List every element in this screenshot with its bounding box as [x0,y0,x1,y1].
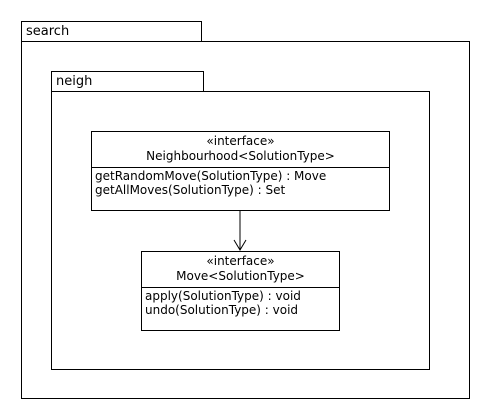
interface-neighbourhood-name: Neighbourhood<SolutionType> [146,149,335,163]
interface-move: «interface» Move<SolutionType> apply(Sol… [141,251,340,331]
package-neigh-tab: neigh [51,71,204,92]
operation-apply: apply(SolutionType) : void [145,289,301,303]
interface-neighbourhood: «interface» Neighbourhood<SolutionType> … [91,131,390,211]
interface-neighbourhood-operations: getRandomMove(SolutionType) : Move getAl… [92,168,389,200]
interface-move-stereotype: «interface» [206,254,275,268]
package-search-name: search [26,24,70,39]
operation-undo: undo(SolutionType) : void [145,303,299,317]
package-neigh-name: neigh [56,74,93,89]
interface-move-operations: apply(SolutionType) : void undo(Solution… [142,288,339,320]
package-search-tab: search [21,21,202,42]
interface-move-header: «interface» Move<SolutionType> [142,252,339,288]
interface-neighbourhood-stereotype: «interface» [206,134,275,148]
interface-neighbourhood-header: «interface» Neighbourhood<SolutionType> [92,132,389,168]
operation-get-random-move: getRandomMove(SolutionType) : Move [95,169,327,183]
interface-move-name: Move<SolutionType> [176,269,305,283]
operation-get-all-moves: getAllMoves(SolutionType) : Set [95,183,286,197]
